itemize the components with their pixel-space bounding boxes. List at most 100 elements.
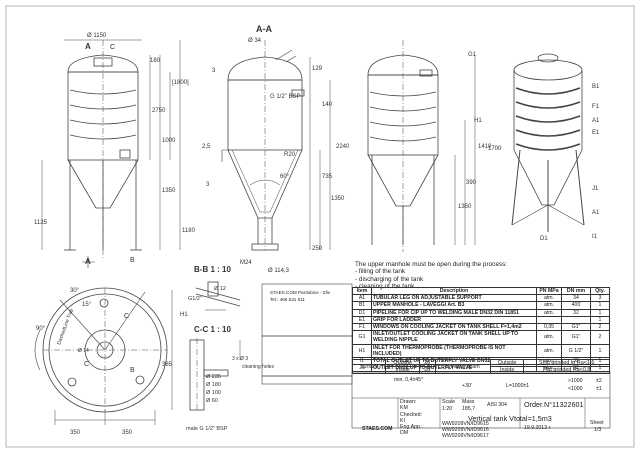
section-marker-a-bottom: A <box>85 257 91 266</box>
detail-c-c <box>189 338 241 412</box>
cell-pn: atm. <box>536 308 562 317</box>
cell-dn <box>561 315 591 325</box>
cell-item: B1 <box>352 301 372 310</box>
surface-outside: Outside <box>385 358 420 368</box>
surface-inside2: Inside <box>489 366 525 375</box>
title-detail-b-b: B-B 1 : 10 <box>194 265 231 274</box>
mass-value: 185,7 <box>462 406 475 412</box>
col-pn: PN MPa <box>536 286 562 296</box>
callout-d1: D1 <box>540 236 548 242</box>
detail-b-b <box>195 281 241 311</box>
cell-pn: atm. <box>536 330 562 345</box>
date: 19.9.2013 г. <box>524 425 552 431</box>
cell-desc: WINDOWS ON COOLING JACKET ON TANK SHELL … <box>371 323 537 332</box>
plan-marker-c-lower: C <box>84 361 89 368</box>
label-g-half-bsp: G 1/2" BSP <box>270 94 300 100</box>
cell-desc: TUBULAR LEG ON ADJUSTABLE SUPPORT <box>371 294 537 303</box>
label-male-g-half: male G 1/2" BSP <box>186 426 228 432</box>
dim-250: 250 <box>312 246 323 252</box>
surface-flat: Flat grinded Ra<0,8 <box>523 366 610 375</box>
dim-angle-60: 60° <box>280 174 290 180</box>
cell-item: H1 <box>352 343 372 359</box>
sheet-label: Sheet <box>590 420 604 426</box>
dim-d1150: Ø 1150 <box>87 33 107 39</box>
surface-grinded: Ship grinded to Ra<1,6 <box>523 358 610 368</box>
dim-d235: Ø 235 <box>206 374 221 380</box>
weld-min: min. 0,4±45° <box>394 377 424 383</box>
code-1: WW9209VN/ID9615 <box>442 421 489 427</box>
code-3: WW9209VN/ID9617 <box>442 433 489 439</box>
label-g12: G1/2" <box>188 296 202 302</box>
callout-b1: B1 <box>592 84 600 90</box>
section-a-a <box>221 40 331 251</box>
col-qty: Qty. <box>590 286 610 296</box>
dim-1800: [1800] <box>172 80 189 86</box>
tol-pm2: ±2 <box>596 378 602 384</box>
cell-pn <box>536 315 562 325</box>
code-2: WW9209VN/ID9616 <box>442 427 489 433</box>
tol-gt1000: >1000 <box>568 378 583 384</box>
plan-marker-c: C <box>124 313 129 320</box>
callout-g1: G1 <box>468 52 477 58</box>
isometric-view <box>511 53 585 232</box>
parts-header-row: Item Description PN MPa DN mm Qty. <box>352 286 610 296</box>
dim-1125: 1125 <box>34 220 48 226</box>
cell-qty: 1 <box>590 343 610 359</box>
cell-item: D1 <box>352 308 372 317</box>
dim-angle-90: 90° <box>36 326 46 332</box>
scale-label: Scale <box>442 399 455 405</box>
front-view <box>41 39 181 268</box>
cell-qty: 2 <box>590 323 610 332</box>
cell-pn: 0,35 <box>536 323 562 332</box>
section-marker-b: B <box>130 257 135 264</box>
dim-2750: 2750 <box>152 108 166 114</box>
cell-item: G1 <box>352 330 372 345</box>
company-logo: STAES.COM <box>362 426 393 432</box>
dim-d60: Ø 60 <box>206 398 218 404</box>
surface-inside: Inside <box>385 366 420 375</box>
section-marker-c: C <box>110 44 115 51</box>
title-detail-c-c: C-C 1 : 10 <box>194 325 231 334</box>
cell-desc: PIPELINE FOR CIP UP TO WELDING MALE DN32… <box>371 308 537 317</box>
dim-d100: Ø 100 <box>206 390 221 396</box>
eng-value: DM <box>400 430 409 436</box>
cell-item: F1 <box>352 323 372 332</box>
eng-label: Eng.App.: <box>400 424 423 430</box>
tol-lt1000: <1000 <box>568 386 583 392</box>
surface-table: Surface Outside 28 Welding seam Outside … <box>351 358 610 375</box>
title-section-a-a: A-A <box>256 24 272 34</box>
cell-dn: G1" <box>561 323 591 332</box>
dim-390: 390 <box>466 180 477 186</box>
label-m24: M24 <box>240 260 252 266</box>
surface-label: Surface <box>351 358 387 375</box>
dim-735: 735 <box>322 174 333 180</box>
dim-180: 180 <box>150 58 161 64</box>
cell-dn: 32 <box>561 308 591 317</box>
order-number: Order.N°11322601 <box>524 400 584 409</box>
dim-d34: Ø 34 <box>248 38 262 44</box>
callout-f1: F1 <box>592 104 600 110</box>
cell-dn: G1" <box>561 330 591 345</box>
mass-label: Mass <box>462 399 475 405</box>
dim-1350: 1350 <box>162 188 176 194</box>
checked-value: KI <box>400 418 405 424</box>
plan-marker-b: B <box>130 367 135 374</box>
surface-outside2: Outside <box>489 358 525 368</box>
dim-d180: Ø 180 <box>206 382 221 388</box>
callout-h1: H1 <box>474 118 482 124</box>
cell-item: E1 <box>352 315 372 325</box>
tol-pm1: ±1 <box>596 386 602 392</box>
label-item-3-top: 3 <box>212 68 216 74</box>
callout-e1: E1 <box>592 130 600 136</box>
stamp-line-1: STAES.COM Pardubice - Zliv <box>270 290 330 295</box>
callout-a1-top: A1 <box>592 118 600 124</box>
material: AISI 304 <box>487 402 507 408</box>
section-marker-a: A <box>85 42 91 51</box>
dim-350-right: 350 <box>122 430 133 436</box>
cell-qty: 3 <box>590 294 610 303</box>
cell-qty: 1 <box>590 315 610 325</box>
cell-desc: INLET/OUTLET COOLING JACKET ON TANK SHEL… <box>371 330 537 345</box>
